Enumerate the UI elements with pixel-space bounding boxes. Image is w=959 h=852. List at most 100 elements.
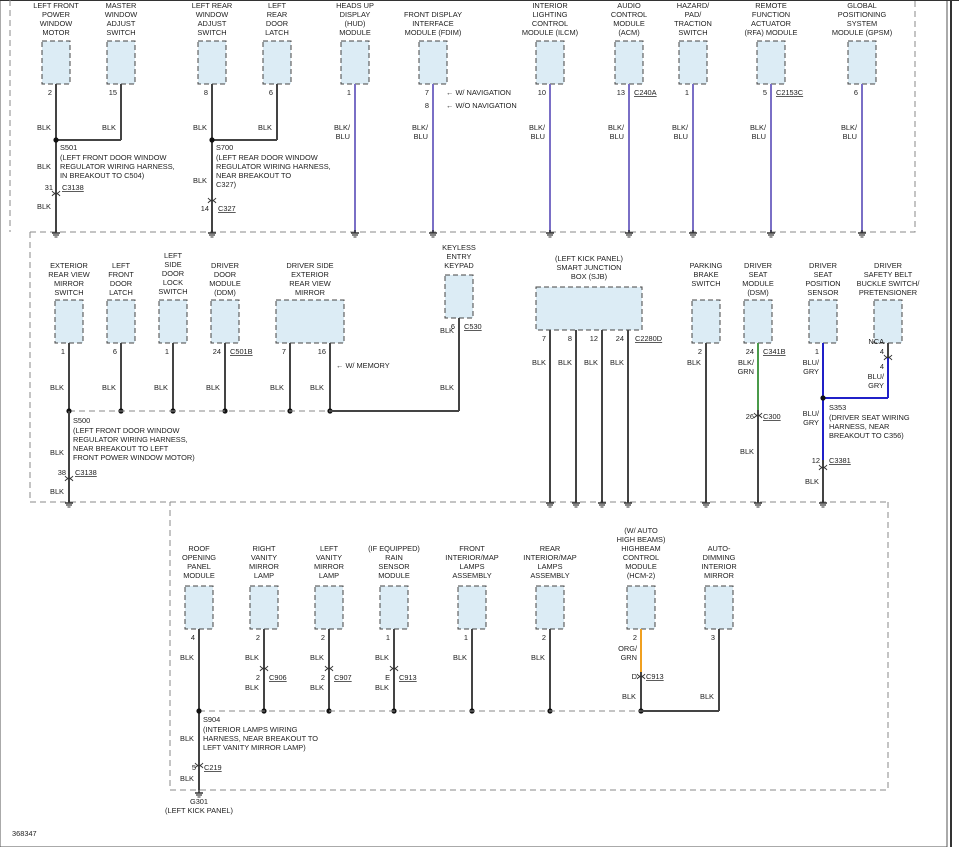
splice-desc: NEAR BREAKOUT TO: [216, 171, 291, 180]
component-box: [158, 299, 188, 344]
component-box: [808, 299, 838, 344]
component-box: [184, 585, 214, 630]
nav-option-label: ← W/ NAVIGATION: [446, 88, 511, 97]
wire-color-label: BLU/: [803, 409, 820, 418]
wire-color-label: BLK: [37, 123, 51, 132]
component-label: DISPLAY: [340, 10, 371, 19]
component-label: RIGHT: [253, 544, 276, 553]
component-label: (W/ AUTO: [624, 526, 658, 535]
wire-color-label: BLK: [310, 683, 324, 692]
pin-number: 2: [256, 633, 260, 642]
component-box: [197, 40, 227, 85]
splice-desc: REGULATOR WIRING HARNESS,: [73, 435, 188, 444]
component-box: [535, 40, 565, 85]
connector-label: C327: [218, 204, 236, 213]
wire-color-label: BLU/: [868, 372, 885, 381]
pin-number: 1: [386, 633, 390, 642]
component-label: (DSM): [747, 288, 768, 297]
pin-number: 12: [812, 456, 820, 465]
component-box: [210, 299, 240, 344]
ground-icon: [598, 500, 606, 508]
connector-icon: [194, 765, 204, 769]
splice-desc: BREAKOUT TO C356): [829, 431, 904, 440]
wire-color-label: BLU: [610, 132, 624, 141]
component-label: SMART JUNCTION: [556, 263, 621, 272]
component-label: SWITCH: [691, 279, 720, 288]
ground-icon: [429, 230, 437, 238]
wire-color-label: BLK: [453, 653, 467, 662]
component-label: BOX (SJB): [571, 272, 607, 281]
component-box: [41, 40, 71, 85]
component-label: REAR: [540, 544, 561, 553]
component-label: HEADS UP: [336, 1, 374, 10]
ground-icon: [65, 500, 73, 508]
component-label: REAR VIEW: [48, 270, 89, 279]
component-label: MIRROR: [249, 562, 279, 571]
pin-number: 2: [48, 88, 52, 97]
wire-color-label: BLK: [102, 383, 116, 392]
component-label: TRACTION: [674, 19, 712, 28]
connector-icon: [818, 467, 828, 471]
wire-color-label: BLK: [375, 653, 389, 662]
wire-color-label: BLK: [440, 383, 454, 392]
component-label: LAMPS: [537, 562, 562, 571]
component-label: REMOTE: [755, 1, 787, 10]
component-label: BRAKE: [693, 270, 718, 279]
pin-number: E: [385, 673, 390, 682]
pin-number: 16: [318, 347, 326, 356]
connector-label: C501B: [230, 347, 253, 356]
splice-desc: (LEFT REAR DOOR WINDOW: [216, 153, 318, 162]
component-box: [614, 40, 644, 85]
wire-color-label: BLK/: [672, 123, 689, 132]
splice-name: S501: [60, 143, 77, 152]
component-label: SIDE: [164, 260, 181, 269]
splice-desc: C327): [216, 180, 236, 189]
wire-color-label: BLK: [193, 123, 207, 132]
component-label: PARKING: [690, 261, 723, 270]
pin-number: 2: [256, 673, 260, 682]
wire-color-label: BLK/: [608, 123, 625, 132]
component-label: OPENING: [182, 553, 216, 562]
component-label: LEFT REAR: [192, 1, 233, 10]
component-label: (DDM): [214, 288, 236, 297]
component-label: ROOF: [188, 544, 210, 553]
component-label: MODULE: [625, 562, 657, 571]
component-label: CONTROL: [611, 10, 647, 19]
pin-number: 5: [763, 88, 767, 97]
pin-number: 6: [854, 88, 858, 97]
pin-number: 2: [542, 633, 546, 642]
component-label: MODULE: [613, 19, 645, 28]
ground-icon: [208, 230, 216, 238]
pin-number: 31: [45, 183, 53, 192]
component-label: (IF EQUIPPED): [368, 544, 420, 553]
wire-color-label: BLK: [310, 653, 324, 662]
component-label: CONTROL: [532, 19, 568, 28]
component-label: SWITCH: [197, 28, 226, 37]
ground-desc: (LEFT KICK PANEL): [165, 806, 233, 815]
wire-color-label: BLK/: [529, 123, 546, 132]
component-box: [54, 299, 84, 344]
component-label: (ACM): [618, 28, 639, 37]
component-label: AUTO-: [708, 544, 731, 553]
wire-color-label: BLU: [752, 132, 766, 141]
wire-color-label: BLK/: [841, 123, 858, 132]
pin-number: 2: [321, 673, 325, 682]
wire-color-label: BLK: [50, 448, 64, 457]
connector-label: C3138: [62, 183, 84, 192]
component-label: FRONT: [459, 544, 485, 553]
component-label: DOOR: [162, 269, 184, 278]
component-label: EXTERIOR: [50, 261, 88, 270]
ground-icon: [195, 790, 203, 798]
wire-color-label: BLK: [310, 383, 324, 392]
component-label: (HUD): [345, 19, 366, 28]
